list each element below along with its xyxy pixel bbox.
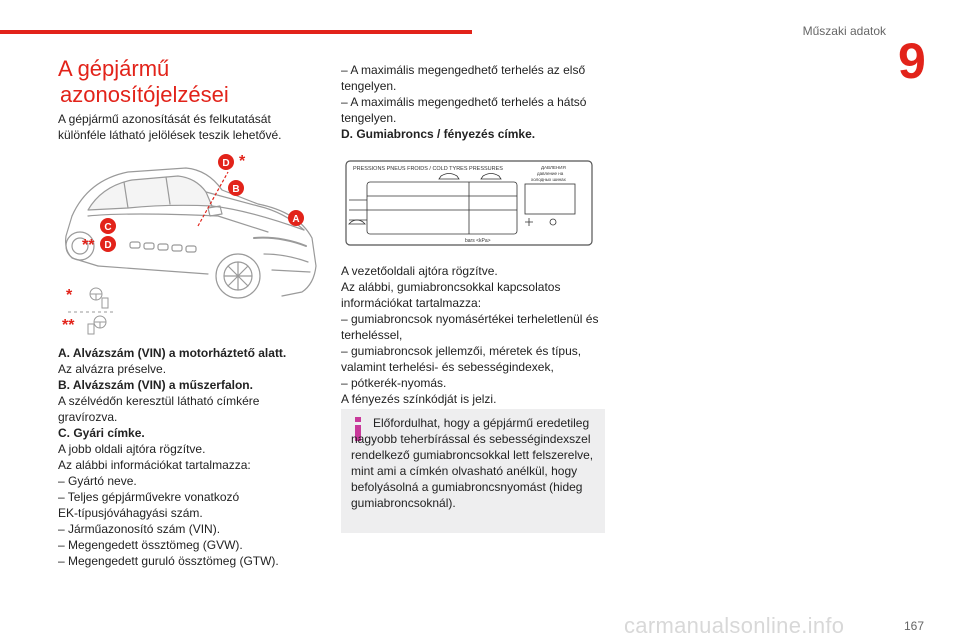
text-line: – pótkerék-nyomás. xyxy=(341,376,447,390)
marker-label: D xyxy=(222,158,229,169)
intro-line: különféle látható jelölések teszik lehet… xyxy=(58,128,282,142)
inset-star-single: * xyxy=(66,287,73,304)
text-line: Az alábbi információkat tartalmazza: xyxy=(58,458,251,472)
text-line: Az alvázra préselve. xyxy=(58,362,167,376)
info-note-text: Előfordulhat, hogy a gépjármű eredetileg… xyxy=(351,416,594,510)
section-title: Műszaki adatok xyxy=(802,24,886,38)
intro-paragraph: A gépjármű azonosítását és felkutatását … xyxy=(58,111,308,143)
text-line: – gumiabroncsok jellemzői, méretek és tí… xyxy=(341,344,582,358)
chapter-number: 9 xyxy=(898,33,926,89)
text-line: – Teljes gépjárművekre vonatkozó xyxy=(58,490,240,504)
header-accent-bar xyxy=(0,30,472,34)
marker-label: A xyxy=(292,214,299,225)
marker-b: B xyxy=(228,180,244,196)
identification-list: A. Alvázszám (VIN) a motorháztető alatt.… xyxy=(58,345,308,569)
page-title: A gépjármű azonosítójelzései xyxy=(58,56,229,108)
info-icon xyxy=(355,417,361,441)
inset-star-double: ** xyxy=(62,317,75,334)
label-header: PRESSIONS PNEUS FROIDS / COLD TYRES PRES… xyxy=(353,166,503,172)
text-line: információkat tartalmazza: xyxy=(341,296,482,310)
marker-d-side: D xyxy=(100,236,116,252)
marker-c: C xyxy=(100,218,116,234)
text-line: – Megengedett össztömeg (GVW). xyxy=(58,538,243,552)
tyre-pressure-label-figure: PRESSIONS PNEUS FROIDS / COLD TYRES PRES… xyxy=(345,160,593,246)
item-heading: A. Alvázszám (VIN) a motorháztető alatt. xyxy=(58,346,287,360)
text-line: valamint terhelési- és sebességindexek, xyxy=(341,360,554,374)
marker-d-top: D xyxy=(218,154,234,170)
intro-line: A gépjármű azonosítását és felkutatását xyxy=(58,112,271,126)
item-heading: B. Alvázszám (VIN) a műszerfalon. xyxy=(58,378,253,392)
tyre-label-description: A vezetőoldali ajtóra rögzítve. Az alábbi… xyxy=(341,263,611,407)
item-heading: D. Gumiabroncs / fényezés címke. xyxy=(341,127,536,141)
text-line: – gumiabroncsok nyomásértékei terheletle… xyxy=(341,312,599,326)
info-note-box: Előfordulhat, hogy a gépjármű eredetileg… xyxy=(341,409,605,533)
marker-label: B xyxy=(232,184,239,195)
text-line: – Megengedett guruló össztömeg (GTW). xyxy=(58,554,279,568)
text-line: A jobb oldali ajtóra rögzítve. xyxy=(58,442,206,456)
text-line: tengelyen. xyxy=(341,79,397,93)
text-line: gravírozva. xyxy=(58,410,118,424)
label-units: bars <kPa> xyxy=(465,238,491,244)
text-line: – Gyártó neve. xyxy=(58,474,137,488)
title-line-1: A gépjármű xyxy=(58,56,170,81)
car-identification-figure: D * B A C D ** * ** xyxy=(62,153,317,335)
text-line: terheléssel, xyxy=(341,328,403,342)
text-line: tengelyen. xyxy=(341,111,397,125)
axle-load-list: – A maximális megengedhető terhelés az e… xyxy=(341,62,611,142)
marker-a: A xyxy=(288,210,304,226)
text-line: – Járműazonosító szám (VIN). xyxy=(58,522,221,536)
title-line-2: azonosítójelzései xyxy=(60,82,229,107)
item-heading: C. Gyári címke. xyxy=(58,426,145,440)
text-line: – A maximális megengedhető terhelés a há… xyxy=(341,95,587,109)
label-ru-3: холодных шинах xyxy=(531,177,567,182)
marker-star-single: * xyxy=(239,153,246,170)
marker-label: C xyxy=(104,222,111,233)
label-ru-1: ДАВЛЕНИЯ xyxy=(541,165,566,170)
marker-label: D xyxy=(104,240,111,251)
text-line: Az alábbi, gumiabroncsokkal kapcsolatos xyxy=(341,280,561,294)
page-number: 167 xyxy=(903,619,924,633)
marker-star-double: ** xyxy=(82,237,95,254)
text-line: – A maximális megengedhető terhelés az e… xyxy=(341,63,586,77)
watermark: carmanualsonline.info xyxy=(624,613,845,638)
label-ru-2: давление на xyxy=(537,171,564,176)
text-line: EK-típusjóváhagyási szám. xyxy=(58,506,203,520)
text-line: A szélvédőn keresztül látható címkére xyxy=(58,394,260,408)
text-line: A vezetőoldali ajtóra rögzítve. xyxy=(341,264,498,278)
text-line: A fényezés színkódját is jelzi. xyxy=(341,392,497,406)
